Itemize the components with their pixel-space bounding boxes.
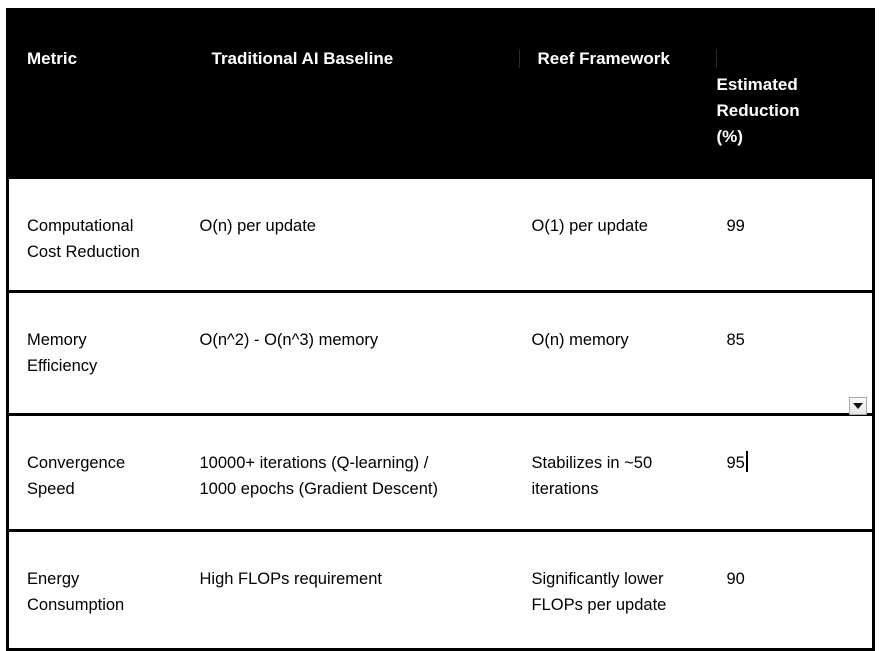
column-header-metric[interactable]: Metric [7,8,194,178]
cell-baseline-line1: O(n) per update [199,217,316,235]
cell-reef-line1: O(1) per update [531,217,648,235]
cell-estimated-reduction-editor[interactable]: 95 [727,450,748,476]
cell-metric-line1: Convergence [27,454,126,472]
cell-estimated-reduction[interactable]: 90 [716,529,874,650]
cell-metric[interactable]: Energy Consumption [7,529,194,650]
chevron-down-icon[interactable] [849,397,867,415]
cell-baseline[interactable]: High FLOPs requirement [193,529,520,650]
column-header-traditional-ai-baseline[interactable]: Traditional AI Baseline [193,8,520,178]
cell-reef[interactable]: O(n) memory [519,290,717,415]
cell-metric-line1: Memory [27,331,87,349]
cell-metric-line2: Cost Reduction [27,243,140,261]
column-header-traditional-ai-baseline-label: Traditional AI Baseline [211,49,394,68]
cell-estimated-reduction-active[interactable]: 95 [716,413,874,531]
table-row[interactable]: Computational Cost Reduction O(n) per up… [7,176,874,292]
cell-baseline[interactable]: O(n^2) - O(n^3) memory [193,290,520,415]
cell-baseline-line1: High FLOPs requirement [199,570,383,588]
cell-estimated-reduction-value: 85 [726,331,745,349]
cell-estimated-reduction[interactable]: 85 [716,290,874,415]
cell-reef-line2: iterations [531,480,599,498]
cell-metric[interactable]: Convergence Speed [7,413,194,531]
column-header-estimated-reduction-label: Estimated Reduction (%) [715,49,872,172]
cell-reef[interactable]: Significantly lower FLOPs per update [519,529,717,650]
comparison-table-container: Metric Traditional AI Baseline Reef Fram… [6,8,875,651]
cell-baseline-line1: O(n^2) - O(n^3) memory [199,331,379,349]
column-header-metric-label: Metric [27,49,78,68]
cell-metric[interactable]: Memory Efficiency [7,290,194,415]
cell-reef-line1: Stabilizes in ~50 [531,454,653,472]
cell-metric-line2: Speed [27,480,75,498]
cell-reef-line1: O(n) memory [531,331,629,349]
chevron-down-glyph [853,403,863,409]
table-row[interactable]: Convergence Speed 10000+ iterations (Q-l… [7,413,874,531]
cell-metric-line1: Energy [27,570,80,588]
table-header: Metric Traditional AI Baseline Reef Fram… [7,8,874,178]
table-body: Computational Cost Reduction O(n) per up… [7,176,874,650]
cell-metric[interactable]: Computational Cost Reduction [7,176,194,292]
cell-estimated-reduction-value: 95 [726,454,745,472]
cell-baseline[interactable]: 10000+ iterations (Q-learning) / 1000 ep… [193,413,520,531]
cell-reef[interactable]: Stabilizes in ~50 iterations [519,413,717,531]
cell-estimated-reduction[interactable]: 99 [716,176,874,292]
cell-reef-line2: FLOPs per update [531,596,667,614]
column-header-estimated-reduction-line1: Estimated [716,75,798,94]
cell-baseline-line2: 1000 epochs (Gradient Descent) [199,480,438,498]
column-header-estimated-reduction-line3: (%) [716,127,743,146]
cell-baseline-line1: 10000+ iterations (Q-learning) / [199,454,429,472]
cell-estimated-reduction-value: 90 [726,570,745,588]
table-header-row: Metric Traditional AI Baseline Reef Fram… [7,8,874,178]
table-row[interactable]: Energy Consumption High FLOPs requiremen… [7,529,874,650]
column-header-reef-framework[interactable]: Reef Framework [518,8,717,178]
text-caret [745,451,748,472]
column-header-reef-framework-label: Reef Framework [518,49,680,68]
column-header-estimated-reduction[interactable]: Estimated Reduction (%) [715,8,874,178]
reef-framework-comparison-table: Metric Traditional AI Baseline Reef Fram… [6,8,875,651]
cell-estimated-reduction-value: 99 [726,217,745,235]
cell-baseline[interactable]: O(n) per update [193,176,520,292]
cell-reef-line1: Significantly lower [531,570,664,588]
column-header-estimated-reduction-line2: Reduction [716,101,800,120]
cell-metric-line2: Efficiency [27,357,98,375]
table-row[interactable]: Memory Efficiency O(n^2) - O(n^3) memory… [7,290,874,415]
cell-metric-line2: Consumption [27,596,125,614]
cell-metric-line1: Computational [27,217,134,235]
cell-reef[interactable]: O(1) per update [519,176,717,292]
